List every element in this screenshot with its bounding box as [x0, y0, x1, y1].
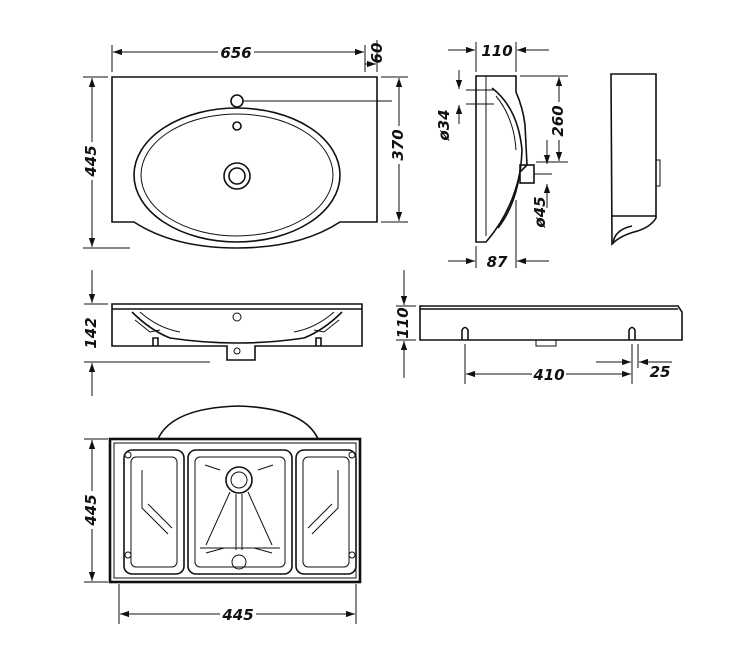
dim-front-height: 142	[82, 317, 100, 348]
dim-bottom-depth: 445	[82, 494, 100, 526]
side-elevation-right: 110 410 25	[394, 270, 683, 384]
dim-side-bottom: 87	[487, 253, 508, 271]
dim-top-width: 656	[220, 44, 251, 62]
front-view: 142	[82, 270, 363, 396]
dim-elev-end: 25	[650, 363, 671, 381]
dim-side-drain: ø45	[531, 196, 549, 228]
dim-side-height: 260	[549, 105, 567, 136]
dim-top-overhang: 60	[368, 43, 386, 64]
side-elevation-small	[610, 73, 661, 246]
dim-elev-span: 410	[532, 366, 564, 384]
bottom-view: 445 445	[82, 405, 362, 624]
dim-bottom-width: 445	[221, 606, 253, 624]
dim-side-width: 110	[481, 42, 512, 60]
dim-top-depth: 445	[82, 145, 100, 177]
top-view: 656 60 445 370	[82, 40, 408, 249]
dim-side-tap-hole: ø34	[435, 109, 453, 141]
dim-elev-height: 110	[394, 307, 412, 338]
dim-top-bowl-depth: 370	[389, 129, 407, 160]
side-section: 110 ø34 260 ø45 87	[435, 42, 568, 271]
